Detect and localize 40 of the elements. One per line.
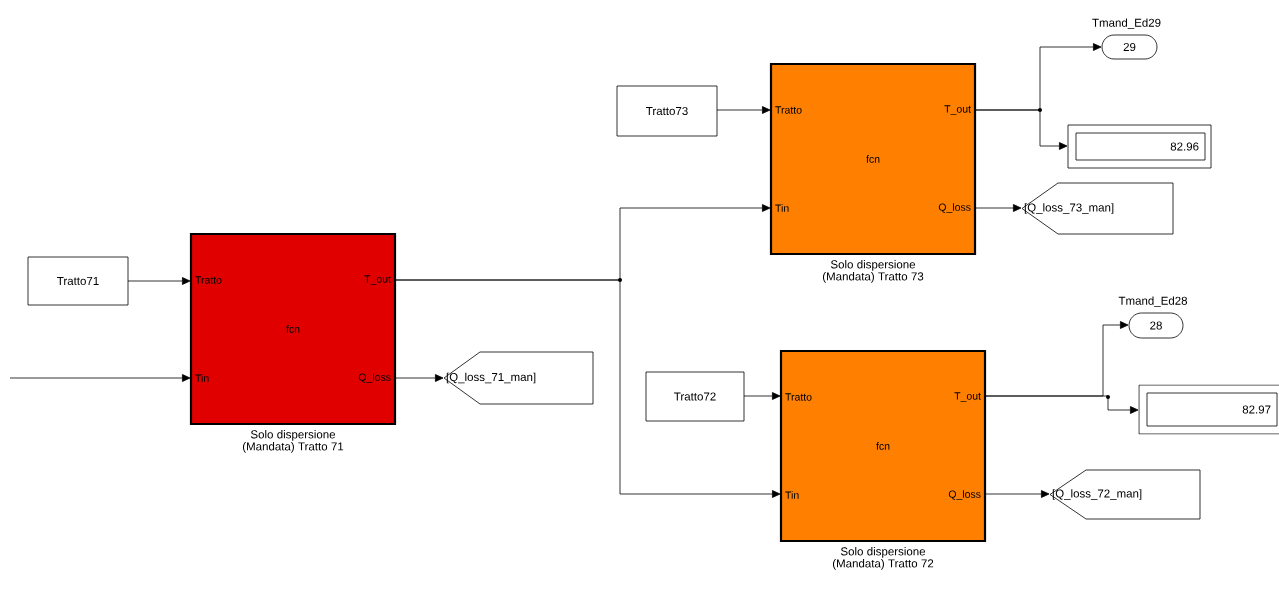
port-label: T_out bbox=[944, 105, 971, 115]
port-label: fcn bbox=[866, 155, 880, 163]
block-caption: Solo dispersione (Mandata) Tratto 73 bbox=[823, 260, 924, 283]
port-label: fcn bbox=[876, 442, 890, 450]
block-caption: Solo dispersione (Mandata) Tratto 71 bbox=[242, 430, 344, 453]
port-name: Tmand_Ed28 bbox=[1118, 296, 1188, 307]
constant-block: Tratto71 bbox=[27, 256, 129, 306]
arrow bbox=[716, 106, 771, 114]
port-label: Q_loss bbox=[938, 203, 971, 213]
port-label: Q_loss bbox=[948, 490, 981, 500]
arrow bbox=[974, 204, 1022, 212]
goto-tag: [Q_loss_73_man] bbox=[1021, 182, 1174, 235]
outport-block: 28 bbox=[1128, 312, 1184, 339]
port-label: Tratto bbox=[775, 106, 802, 114]
port-name: Tmand_Ed29 bbox=[1092, 18, 1161, 29]
constant-block: Tratto73 bbox=[616, 85, 718, 137]
arrow bbox=[974, 109, 1068, 150]
port-label: Tin bbox=[195, 374, 209, 382]
outport-block: 29 bbox=[1101, 34, 1158, 60]
constant-block: Tratto72 bbox=[645, 371, 745, 422]
port-label: Tin bbox=[785, 491, 799, 499]
arrow bbox=[394, 374, 444, 382]
port-label: Tratto bbox=[195, 276, 222, 284]
port-label: Tin bbox=[775, 204, 789, 212]
display-block: 82.97 bbox=[1138, 384, 1279, 435]
arrow bbox=[743, 392, 781, 400]
goto-tag: [Q_loss_72_man] bbox=[1049, 469, 1201, 520]
arrow bbox=[127, 277, 191, 285]
arrow bbox=[9, 374, 191, 382]
arrow bbox=[984, 395, 1139, 414]
port-label: Q_loss bbox=[358, 373, 391, 383]
port-label: T_out bbox=[954, 392, 981, 402]
port-label: fcn bbox=[286, 325, 300, 333]
arrow bbox=[394, 279, 781, 498]
port-label: Tratto bbox=[785, 393, 812, 401]
display-block: 82.96 bbox=[1067, 124, 1212, 169]
arrow bbox=[984, 490, 1050, 498]
block-caption: Solo dispersione (Mandata) Tratto 72 bbox=[833, 547, 934, 570]
goto-tag: [Q_loss_71_man] bbox=[443, 351, 594, 405]
port-label: T_out bbox=[364, 275, 391, 285]
